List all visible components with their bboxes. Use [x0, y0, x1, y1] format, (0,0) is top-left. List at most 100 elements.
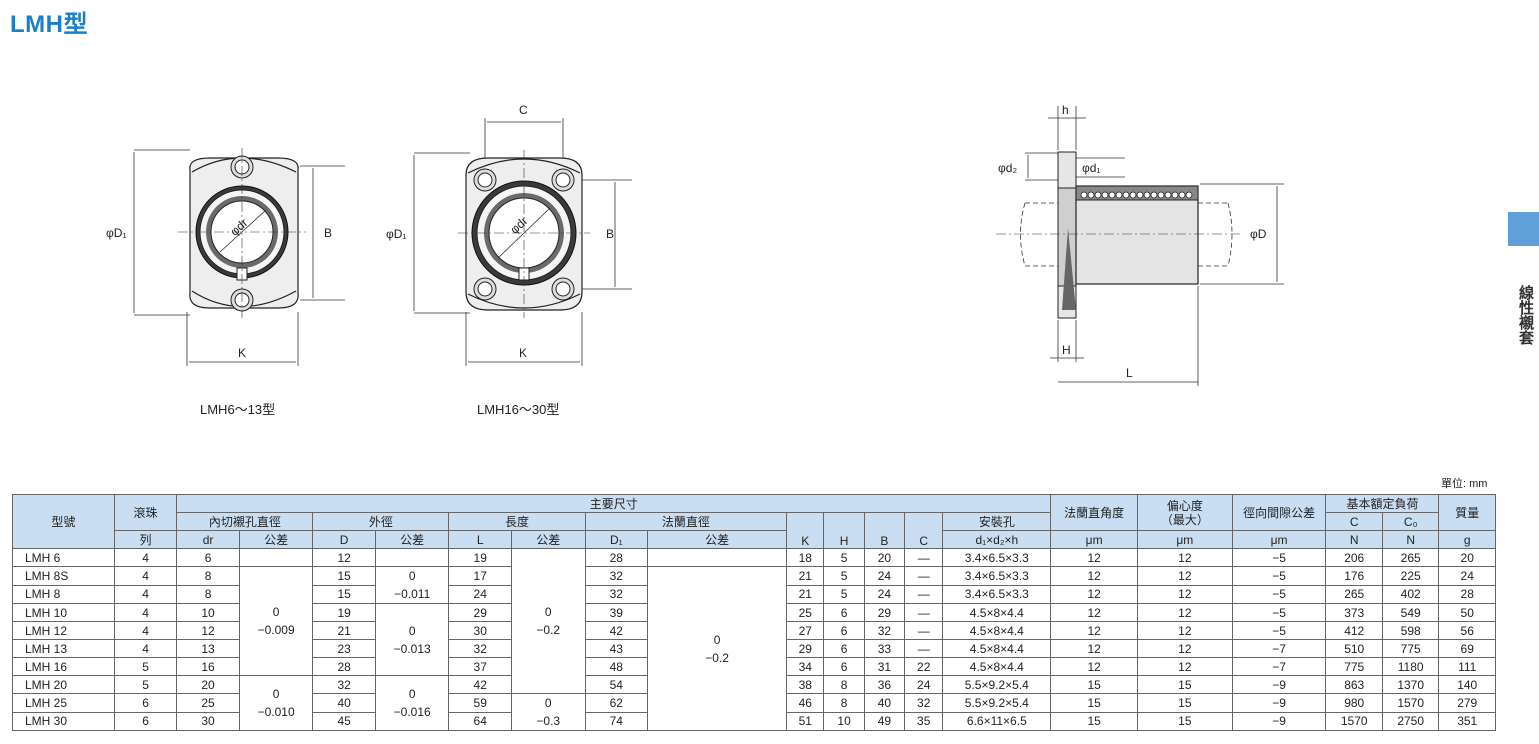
th-Ccap-unit: N: [1325, 530, 1383, 549]
cell-B: 32: [863, 621, 906, 640]
th-flange: 法蘭直徑: [584, 512, 788, 531]
cell-model: LMH 8: [12, 584, 115, 604]
cell-ecc: 12: [1136, 566, 1233, 586]
cell-L: 37: [448, 657, 512, 676]
cell-mount: 6.6×11×6.5: [942, 711, 1052, 731]
th-radial-unit: μm: [1231, 530, 1327, 549]
cell-Ccap: 206: [1325, 548, 1383, 567]
cell-radial: −5: [1231, 584, 1327, 604]
cell-C0: 598: [1381, 621, 1440, 640]
cell-ecc: 15: [1136, 711, 1233, 731]
cell-radial: −9: [1231, 675, 1327, 694]
cell-ecc: 15: [1136, 693, 1233, 713]
cell-mass: 28: [1438, 584, 1496, 604]
cell-balls: 5: [113, 657, 178, 676]
cell-C: 24: [904, 675, 944, 694]
cell-H: 5: [823, 548, 865, 567]
cell-model: LMH 20: [12, 675, 115, 694]
cell-model: LMH 13: [12, 639, 115, 658]
th-ecc-unit: μm: [1136, 530, 1233, 549]
cell-model: LMH 30: [12, 711, 115, 731]
cell-dr: 6: [176, 548, 240, 567]
cell-B: 24: [863, 566, 906, 586]
unit-note: 單位: mm: [1441, 478, 1488, 490]
cell-balls: 4: [113, 548, 178, 567]
cell-perp: 15: [1050, 675, 1138, 694]
cell-D: 15: [312, 584, 376, 604]
cell-Ccap: 265: [1325, 584, 1383, 604]
cell-model: LMH 8S: [12, 566, 115, 586]
dim-B: B: [324, 226, 332, 240]
cell-D: 19: [312, 603, 376, 622]
cell-mass: 24: [1438, 566, 1496, 586]
cell-K: 29: [786, 639, 825, 658]
spec-table: 型號 滾珠 主要尺寸 法蘭直角度 偏心度（最大） 徑向間隙公差 基本額定負荷 質…: [12, 494, 1496, 731]
cell-K: 25: [786, 603, 825, 622]
cell-H: 6: [823, 657, 865, 676]
cell-H: 6: [823, 603, 865, 622]
cell-mount: 3.4×6.5×3.3: [942, 548, 1052, 567]
cell-perp: 12: [1050, 621, 1138, 640]
th-balls: 滾珠: [113, 494, 178, 531]
cell-K: 18: [786, 548, 825, 567]
dim-D: φD: [1250, 227, 1267, 241]
cell-radial: −5: [1231, 603, 1327, 622]
cell-ecc: 12: [1136, 603, 1233, 622]
th-D: D: [312, 530, 376, 549]
th-dr: dr: [176, 530, 240, 549]
th-mass-unit: g: [1438, 530, 1496, 549]
cell-L: 59: [448, 693, 512, 713]
cell-C0: 225: [1381, 566, 1440, 586]
cell-B: 33: [863, 639, 906, 658]
cell-C0: 265: [1381, 548, 1440, 567]
cell-mass: 140: [1438, 675, 1496, 694]
cell-C: 22: [904, 657, 944, 676]
figure-side-section: h φd₂ φd₁ φD H L: [996, 103, 1284, 386]
cell-H: 5: [823, 566, 865, 586]
dim-C: C: [519, 103, 528, 117]
cell-dr: 10: [176, 603, 240, 622]
cell-B: 40: [863, 693, 906, 713]
th-L-tol: 公差: [510, 530, 586, 549]
cell-mount: 5.5×9.2×5.4: [942, 675, 1052, 694]
cell-B: 49: [863, 711, 906, 731]
th-dr-tol: 公差: [238, 530, 314, 549]
cell-C: —: [904, 621, 944, 640]
th-D1: D₁: [584, 530, 649, 549]
cell-D1-tol: 0−0.2: [647, 566, 788, 731]
th-perp-unit: μm: [1050, 530, 1138, 549]
cell-K: 21: [786, 566, 825, 586]
cell-mass: 69: [1438, 639, 1496, 658]
th-length: 長度: [448, 512, 586, 531]
dim-d2: φd₂: [998, 161, 1017, 175]
cell-balls: 4: [113, 566, 178, 586]
cell-balls: 4: [113, 621, 178, 640]
cell-L: 32: [448, 639, 512, 658]
cell-perp: 12: [1050, 639, 1138, 658]
cell-C: —: [904, 566, 944, 586]
cell-D: 21: [312, 621, 376, 640]
cell-B: 29: [863, 603, 906, 622]
cell-D1: 62: [584, 693, 649, 713]
cell-K: 27: [786, 621, 825, 640]
cell-C0: 549: [1381, 603, 1440, 622]
th-model: 型號: [12, 494, 115, 549]
side-tab-marker: [1508, 212, 1539, 246]
cell-radial: −7: [1231, 657, 1327, 676]
th-H: H: [823, 512, 865, 549]
cell-ecc: 12: [1136, 657, 1233, 676]
cell-balls: 4: [113, 603, 178, 622]
cell-C0: 1570: [1381, 693, 1440, 713]
cell-K: 34: [786, 657, 825, 676]
cell-C: 35: [904, 711, 944, 731]
cell-D: 32: [312, 675, 376, 694]
th-mount: 安裝孔: [942, 512, 1052, 531]
cell-D1: 32: [584, 584, 649, 604]
cell-perp: 12: [1050, 603, 1138, 622]
th-mount-sub: d₁×d₂×h: [942, 530, 1052, 549]
th-balls-2: 列: [113, 530, 178, 549]
cell-L: 29: [448, 603, 512, 622]
cell-C: 32: [904, 693, 944, 713]
